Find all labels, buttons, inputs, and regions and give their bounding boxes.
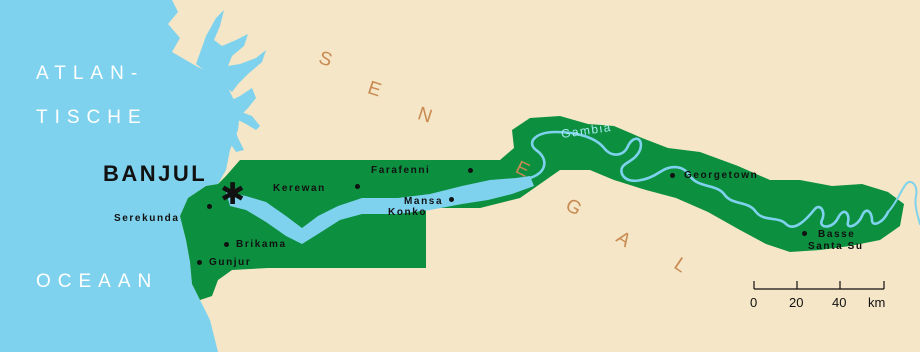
ocean-label-line1: ATLAN- xyxy=(36,63,145,84)
scale-label-20: 20 xyxy=(789,295,804,310)
town-label-georgetown: Georgetown xyxy=(684,170,759,181)
capital-marker-icon: ✱ xyxy=(220,178,246,211)
town-label-gunjur: Gunjur xyxy=(209,257,252,268)
town-dot-serekunda xyxy=(207,204,212,209)
town-label-brikama: Brikama xyxy=(236,239,287,250)
gambia-territory xyxy=(180,116,904,300)
town-label-farafenni: Farafenni xyxy=(371,165,431,176)
gambia-river-course xyxy=(887,180,920,225)
scale-label-0: 0 xyxy=(750,295,758,310)
town-dot-georgetown xyxy=(670,173,675,178)
gambia-river xyxy=(226,176,534,244)
scale-unit-label: km xyxy=(868,295,886,310)
estuary-inlet xyxy=(236,110,260,130)
town-dot-basse-santa-su xyxy=(802,231,807,236)
estuary-inlet xyxy=(196,10,266,92)
ocean-label-line2: TISCHE xyxy=(36,107,148,128)
capital-label: BANJUL xyxy=(103,161,208,186)
town-dot-mansa-konko xyxy=(449,197,454,202)
town-label-serekunda: Serekunda xyxy=(114,213,180,224)
town-label-basse-line1: Basse xyxy=(818,229,856,240)
gambia-river-course xyxy=(528,130,890,228)
scale-bar xyxy=(753,281,885,290)
town-label-mansa-konko-line1: Mansa xyxy=(404,196,444,207)
ocean-label-line3: OCEAAN xyxy=(36,271,159,292)
town-label-basse-line2: Santa Su xyxy=(808,241,864,252)
estuary-inlet xyxy=(224,88,256,152)
town-label-kerewan: Kerewan xyxy=(273,183,326,194)
town-dot-brikama xyxy=(224,242,229,247)
town-dot-kerewan xyxy=(355,184,360,189)
town-dot-farafenni xyxy=(468,168,473,173)
town-dot-gunjur xyxy=(197,260,202,265)
scale-label-40: 40 xyxy=(832,295,847,310)
town-label-mansa-konko-line2: Konko xyxy=(388,207,428,218)
atlantic-ocean xyxy=(0,0,240,352)
